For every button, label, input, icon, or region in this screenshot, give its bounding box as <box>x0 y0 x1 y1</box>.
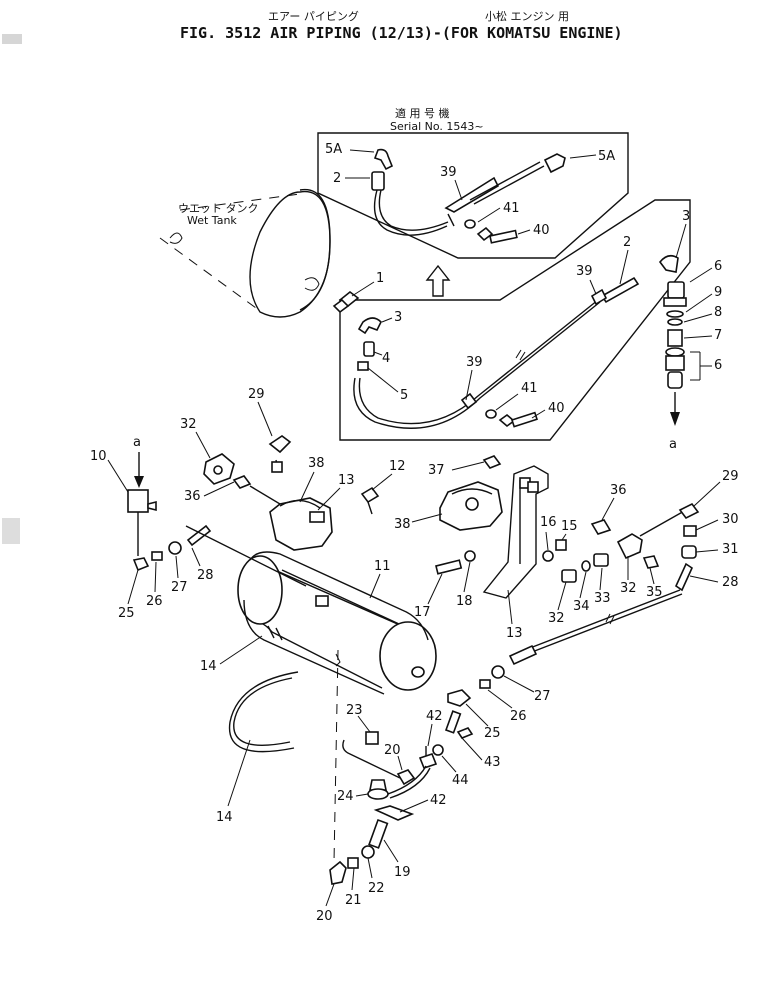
callout-21: 21 <box>345 893 362 908</box>
callout-28-left: 28 <box>197 568 214 583</box>
callout-13-left: 13 <box>338 473 355 488</box>
callout-5a-left: 5A <box>325 142 342 157</box>
callout-6-top: 6 <box>714 259 722 274</box>
callout-39-box-upper: 39 <box>576 264 593 279</box>
callout-5: 5 <box>400 388 408 403</box>
callout-1: 1 <box>376 271 384 286</box>
callout-a-left: a <box>133 435 141 450</box>
tank-strap: 14 <box>216 671 299 825</box>
governor-right: 37 38 13 17 18 16 15 36 <box>394 455 739 666</box>
callout-31: 31 <box>722 542 739 557</box>
callout-43: 43 <box>484 755 501 770</box>
callout-17: 17 <box>414 605 431 620</box>
callout-20-upper: 20 <box>384 743 401 758</box>
callout-26-left: 26 <box>146 594 163 609</box>
callout-27-left: 27 <box>171 580 188 595</box>
callout-39-box-lower: 39 <box>466 355 483 370</box>
callout-32-right: 32 <box>620 581 637 596</box>
callout-7: 7 <box>714 328 722 343</box>
drain-assembly: 23 24 20 42 44 43 42 19 <box>316 649 501 924</box>
callout-37: 37 <box>428 463 445 478</box>
figure-title: FIG. 3512 AIR PIPING (12/13)-(FOR KOMATS… <box>180 24 623 42</box>
title-japanese: エアー パイピング <box>268 9 359 23</box>
callout-25-right: 25 <box>484 726 501 741</box>
up-arrow <box>425 264 451 297</box>
callout-2-inset: 2 <box>333 171 341 186</box>
serial-label: Serial No. 1543~ <box>390 120 484 133</box>
callout-40-inset: 40 <box>533 223 550 238</box>
callout-42-upper: 42 <box>426 709 443 724</box>
wet-tank-en: Wet Tank <box>187 214 237 227</box>
governor-left: a 10 25 26 27 28 32 29 36 <box>90 387 406 621</box>
callout-26-right: 26 <box>510 709 527 724</box>
callout-19: 19 <box>394 865 411 880</box>
wet-tank-jp: ウエット タンク <box>178 202 259 215</box>
callout-34: 34 <box>573 599 590 614</box>
callout-38-right: 38 <box>394 517 411 532</box>
right-fitting-stack: 3 6 9 8 7 6 a <box>663 209 722 452</box>
callout-10: 10 <box>90 449 107 464</box>
callout-44: 44 <box>452 773 469 788</box>
callout-2-box: 2 <box>623 235 631 250</box>
callout-39-inset: 39 <box>440 165 457 180</box>
callout-22: 22 <box>368 881 385 896</box>
callout-18: 18 <box>456 594 473 609</box>
callout-20-lower: 20 <box>316 909 333 924</box>
callout-29-right: 29 <box>722 469 739 484</box>
callout-32-left: 32 <box>180 417 197 432</box>
callout-27-right: 27 <box>534 689 551 704</box>
wet-tank: ウエット タンク Wet Tank 1 <box>159 188 384 318</box>
callout-8: 8 <box>714 305 722 320</box>
callout-15: 15 <box>561 519 578 534</box>
callout-30: 30 <box>722 512 739 527</box>
callout-14-tank: 14 <box>200 659 217 674</box>
callout-32-bottom: 32 <box>548 611 565 626</box>
callout-36-right: 36 <box>610 483 627 498</box>
callout-12: 12 <box>389 459 406 474</box>
callout-4: 4 <box>382 351 390 366</box>
callout-41-inset: 41 <box>503 201 520 216</box>
callout-42-lower: 42 <box>430 793 447 808</box>
callout-14-strap: 14 <box>216 810 233 825</box>
callout-3-right: 3 <box>682 209 690 224</box>
serial-label-jp: 適 用 号 機 <box>395 106 450 120</box>
callout-38-left: 38 <box>308 456 325 471</box>
callout-23: 23 <box>346 703 363 718</box>
callout-33: 33 <box>594 591 611 606</box>
callout-40-box: 40 <box>548 401 565 416</box>
scan-specks <box>2 34 22 544</box>
callout-41-box: 41 <box>521 381 538 396</box>
tank-outlet: 25 26 27 <box>447 665 551 741</box>
callout-28-right: 28 <box>722 575 739 590</box>
callout-a-right: a <box>669 437 677 452</box>
callout-9: 9 <box>714 285 722 300</box>
callout-13-right: 13 <box>506 626 523 641</box>
piping-box: 3 4 5 39 39 2 41 40 <box>339 199 691 441</box>
callout-36-left: 36 <box>184 489 201 504</box>
callout-3-box: 3 <box>394 310 402 325</box>
callout-24: 24 <box>337 789 354 804</box>
air-tank: 11 14 <box>185 525 437 695</box>
callout-25-left: 25 <box>118 606 135 621</box>
title-japanese-right: 小松 エンジン 用 <box>485 9 569 23</box>
callout-29-left: 29 <box>248 387 265 402</box>
callout-11: 11 <box>374 559 391 574</box>
callout-5a-right: 5A <box>598 149 615 164</box>
callout-6-bottom: 6 <box>714 358 722 373</box>
serial-inset: 適 用 号 機 Serial No. 1543~ 5A 2 39 5A 41 4… <box>317 106 629 259</box>
callout-35: 35 <box>646 585 663 600</box>
callout-16: 16 <box>540 515 557 530</box>
